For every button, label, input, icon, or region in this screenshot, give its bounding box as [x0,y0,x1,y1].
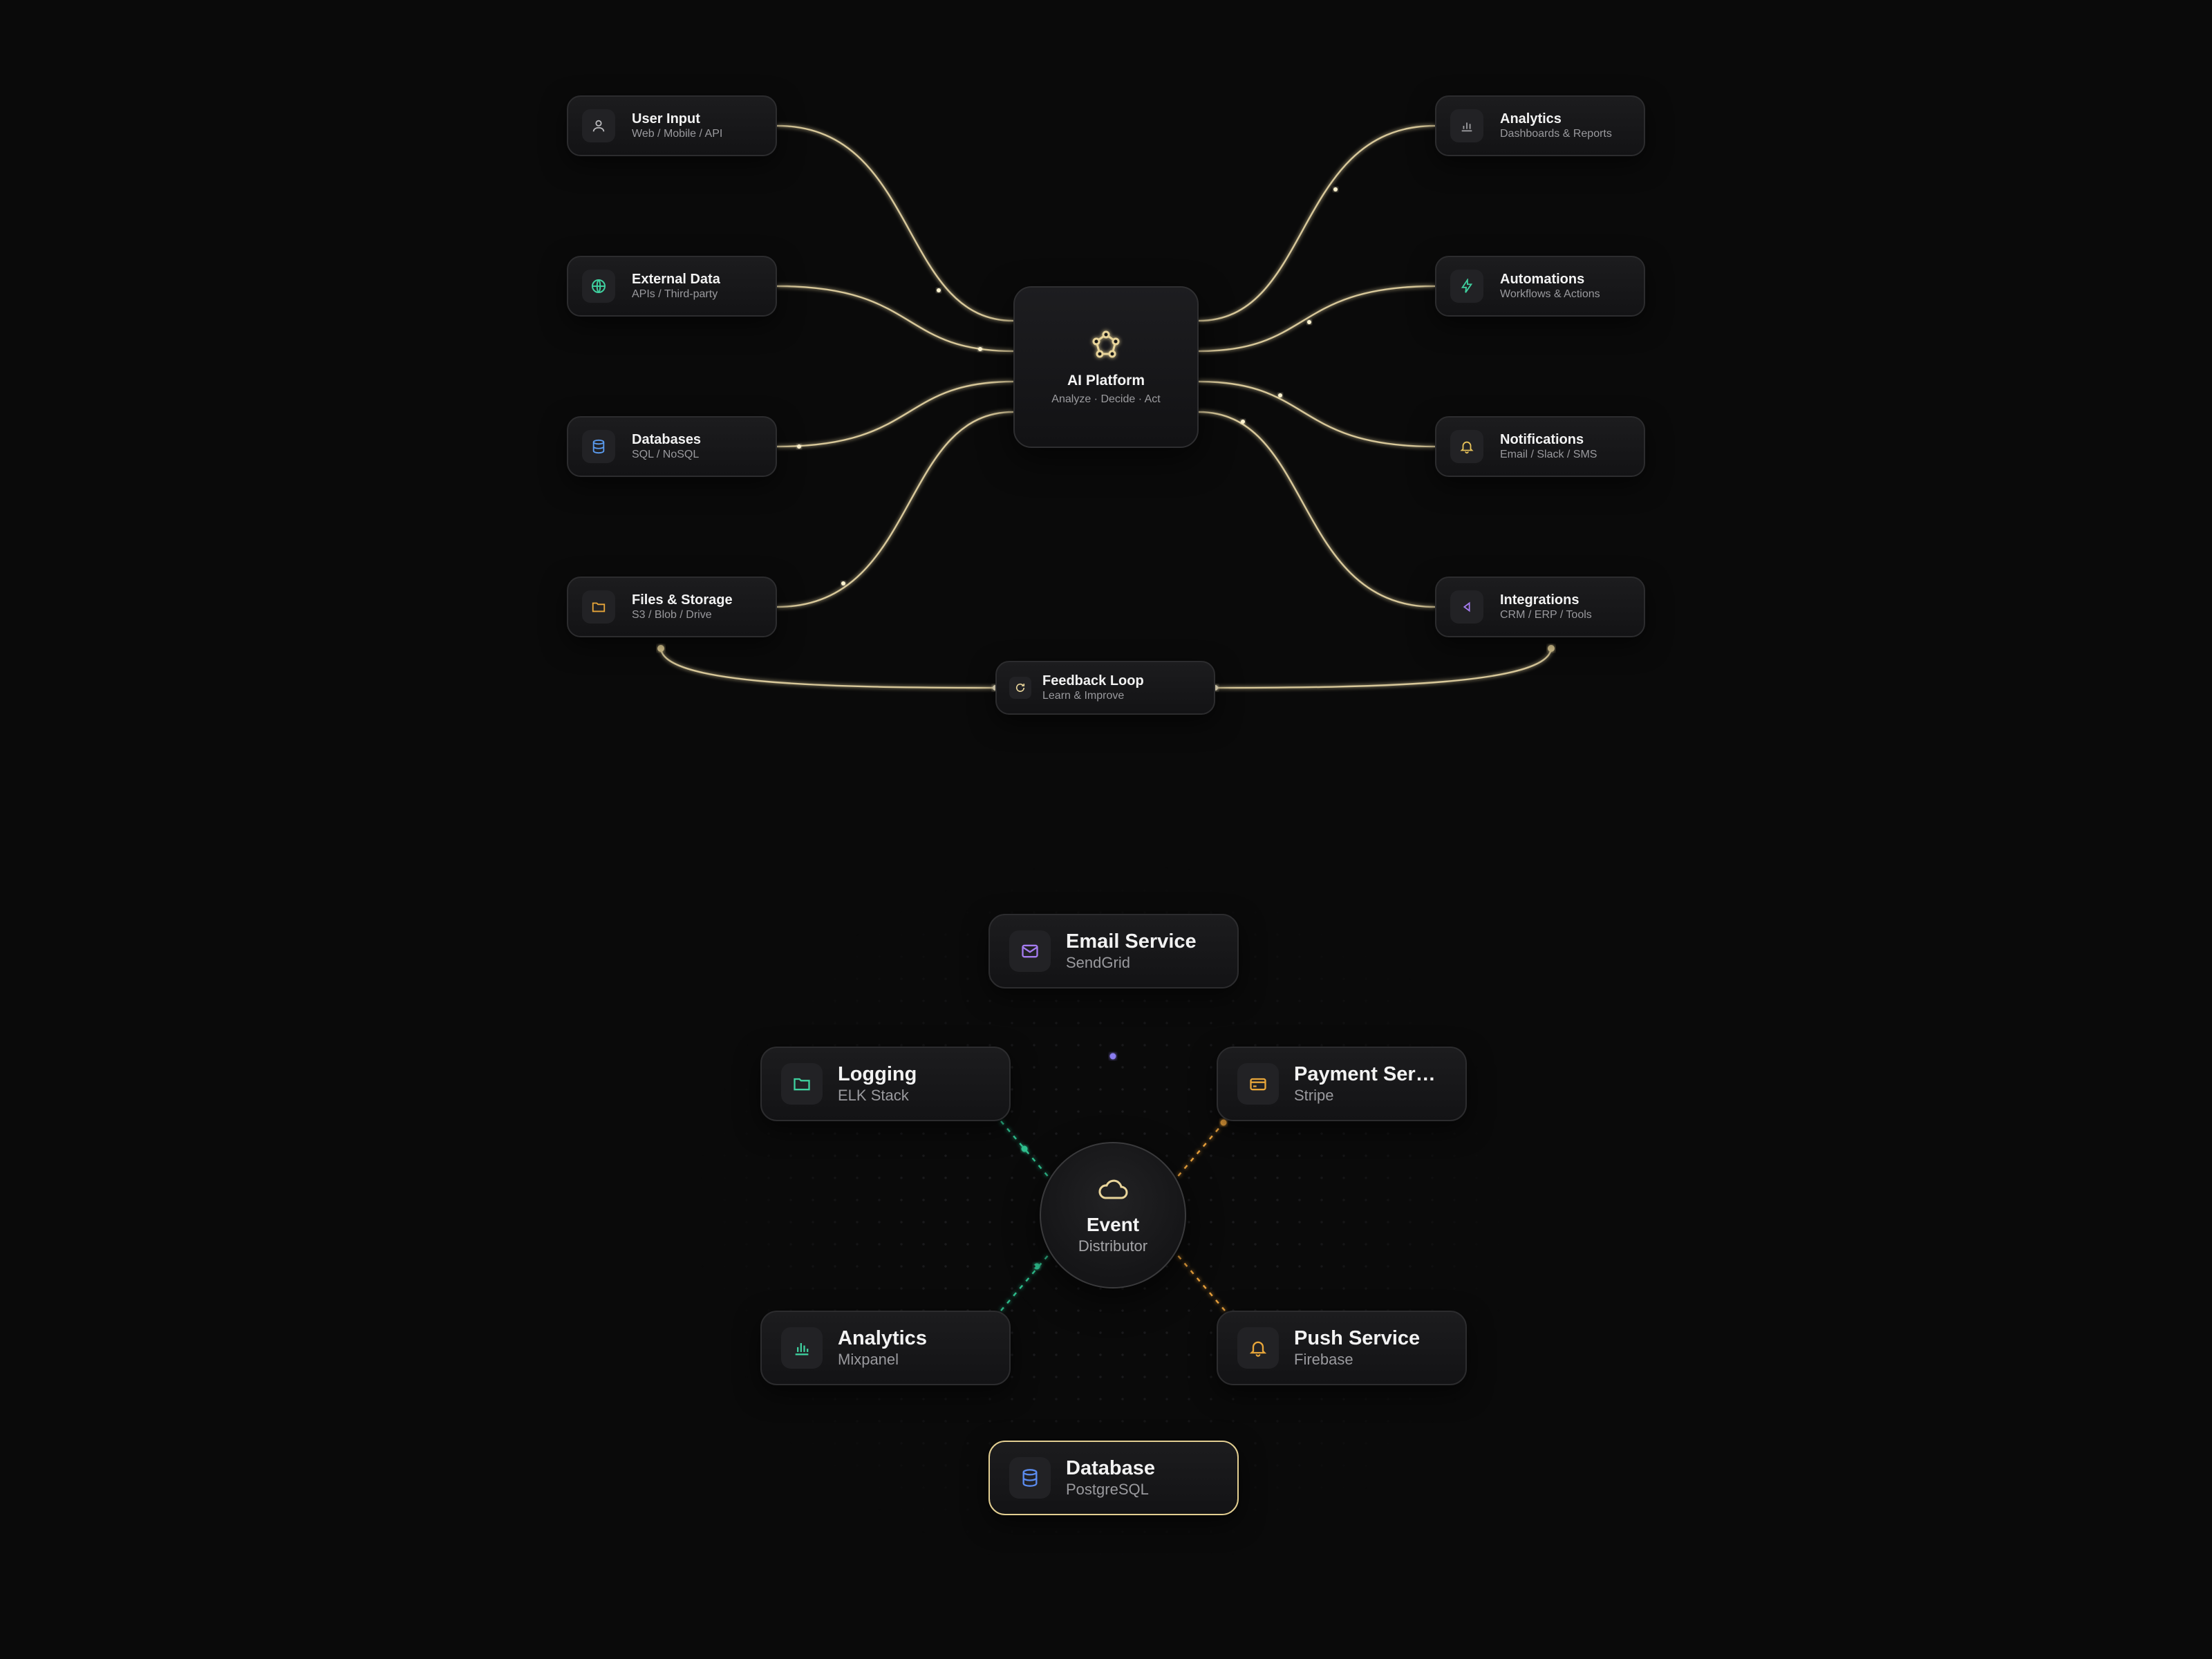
output-connector [1198,124,1436,322]
network-icon [1089,329,1123,366]
input-connector [776,285,1014,353]
input-connector [776,411,1014,608]
bell-icon [1450,430,1483,463]
cloud-icon [1097,1176,1129,1206]
ai-platform-hub[interactable]: AI Platform Analyze · Decide · Act [1013,286,1199,448]
service-subtitle: Stripe [1294,1087,1334,1104]
input-connector [776,380,1014,448]
folder-icon [781,1063,823,1105]
node-subtitle: APIs / Third-party [632,288,718,300]
mail-icon [1009,930,1051,972]
refresh-icon [1009,677,1031,699]
flow-particle [1278,393,1282,397]
node-title: Databases [632,432,702,447]
output-automations[interactable]: Automations Workflows & Actions [1435,256,1645,317]
flow-particle [1241,420,1245,424]
feedback-endpoint [657,645,664,652]
bell-icon [1237,1327,1279,1369]
node-subtitle: Learn & Improve [1042,690,1125,702]
plug-icon [1450,590,1483,624]
flow-particle [1307,320,1311,324]
node-title: Feedback Loop [1042,673,1144,688]
output-connector [1198,380,1436,448]
node-title: Notifications [1500,432,1584,447]
input-user-input[interactable]: User Input Web / Mobile / API [567,95,777,156]
node-subtitle: S3 / Blob / Drive [632,609,712,621]
service-title: Analytics [838,1327,927,1349]
node-subtitle: CRM / ERP / Tools [1500,609,1592,621]
database-icon [582,430,615,463]
node-subtitle: Web / Mobile / API [632,128,723,140]
event-distributor-hub[interactable]: Event Distributor [1040,1142,1186,1288]
input-connector [776,124,1014,322]
flow-particle [797,444,801,449]
node-title: External Data [632,272,720,287]
output-connector [1198,285,1436,353]
hub-title: AI Platform [1067,372,1145,388]
node-subtitle: SQL / NoSQL [632,449,700,460]
folder-icon [582,590,615,624]
bar-chart-icon [781,1327,823,1369]
hub-title: Event [1086,1213,1140,1235]
node-title: Analytics [1500,111,1562,126]
feedback-connector [1215,648,1553,689]
output-connector [1198,411,1436,608]
node-subtitle: Workflows & Actions [1500,288,1600,300]
service-title: Email Service [1066,930,1197,953]
service-push[interactable]: Push Service Firebase [1217,1311,1467,1385]
service-title: Push Service [1294,1327,1421,1349]
input-files-storage[interactable]: Files & Storage S3 / Blob / Drive [567,577,777,637]
service-title: Payment Servi... [1294,1063,1446,1085]
node-title: Files & Storage [632,592,733,608]
feedback-loop-node[interactable]: Feedback Loop Learn & Improve [995,661,1215,715]
credit-card-icon [1237,1063,1279,1105]
input-databases[interactable]: Databases SQL / NoSQL [567,416,777,477]
user-icon [582,109,615,142]
node-subtitle: Dashboards & Reports [1500,128,1612,140]
service-payment[interactable]: Payment Servi... Stripe [1217,1047,1467,1121]
input-external-data[interactable]: External Data APIs / Third-party [567,256,777,317]
flow-particle [978,347,982,351]
globe-icon [582,270,615,303]
flow-particle [937,288,941,292]
node-title: Automations [1500,272,1585,287]
hub-subtitle: Analyze · Decide · Act [1051,393,1161,405]
output-analytics[interactable]: Analytics Dashboards & Reports [1435,95,1645,156]
bar-chart-icon [1450,109,1483,142]
service-logging[interactable]: Logging ELK Stack [760,1047,1011,1121]
service-subtitle: Firebase [1294,1351,1353,1368]
service-title: Logging [838,1063,917,1085]
node-title: User Input [632,111,700,126]
service-email[interactable]: Email Service SendGrid [988,914,1239,988]
service-subtitle: SendGrid [1066,954,1130,971]
output-integrations[interactable]: Integrations CRM / ERP / Tools [1435,577,1645,637]
lightning-icon [1450,270,1483,303]
service-subtitle: Mixpanel [838,1351,899,1368]
hub-subtitle: Distributor [1078,1237,1148,1255]
node-subtitle: Email / Slack / SMS [1500,449,1597,460]
database-icon [1009,1457,1051,1499]
service-analytics[interactable]: Analytics Mixpanel [760,1311,1011,1385]
feedback-connector [659,648,996,689]
service-title: Database [1066,1457,1155,1479]
service-subtitle: PostgreSQL [1066,1481,1149,1498]
node-title: Integrations [1500,592,1580,608]
output-notifications[interactable]: Notifications Email / Slack / SMS [1435,416,1645,477]
service-database[interactable]: Database PostgreSQL [988,1441,1239,1515]
flow-particle [1333,187,1338,191]
service-subtitle: ELK Stack [838,1087,909,1104]
flow-particle [841,581,845,585]
feedback-endpoint [1548,645,1555,652]
